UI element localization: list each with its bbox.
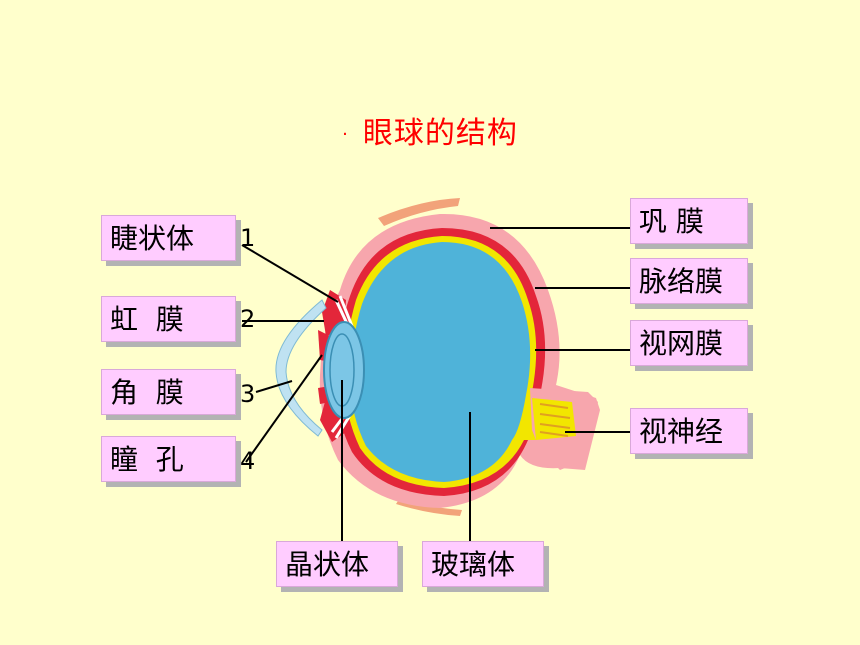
label-vitreous-body: 玻璃体 [422, 541, 544, 587]
upper-eyelid-strip [378, 198, 460, 226]
lens-shape [323, 321, 365, 419]
title-bullet: · [342, 124, 349, 145]
number-2: 2 [240, 305, 256, 333]
leader-pupil [245, 354, 323, 463]
label-retina: 视网膜 [630, 320, 748, 366]
label-iris: 虹 膜 [101, 296, 236, 342]
number-4: 4 [240, 447, 256, 475]
label-choroid: 脉络膜 [630, 258, 748, 304]
vitreous-body-shape [350, 242, 531, 482]
label-optic-nerve: 视神经 [630, 408, 748, 454]
page-title: · 眼球的结构 [0, 108, 860, 152]
leader-lines [241, 227, 630, 541]
number-1: 1 [240, 224, 256, 252]
label-ciliary-body: 睫状体 [101, 215, 236, 261]
leader-cornea [255, 380, 293, 393]
ligaments [330, 295, 354, 439]
label-pupil: 瞳 孔 [101, 436, 236, 482]
label-cornea: 角 膜 [101, 369, 236, 415]
optic-nerve-lines [539, 403, 571, 437]
label-sclera: 巩 膜 [630, 198, 748, 244]
leader-ciliary-body [241, 244, 339, 303]
number-3: 3 [240, 380, 256, 408]
label-lens: 晶状体 [276, 541, 398, 587]
title-text: 眼球的结构 [362, 116, 518, 151]
